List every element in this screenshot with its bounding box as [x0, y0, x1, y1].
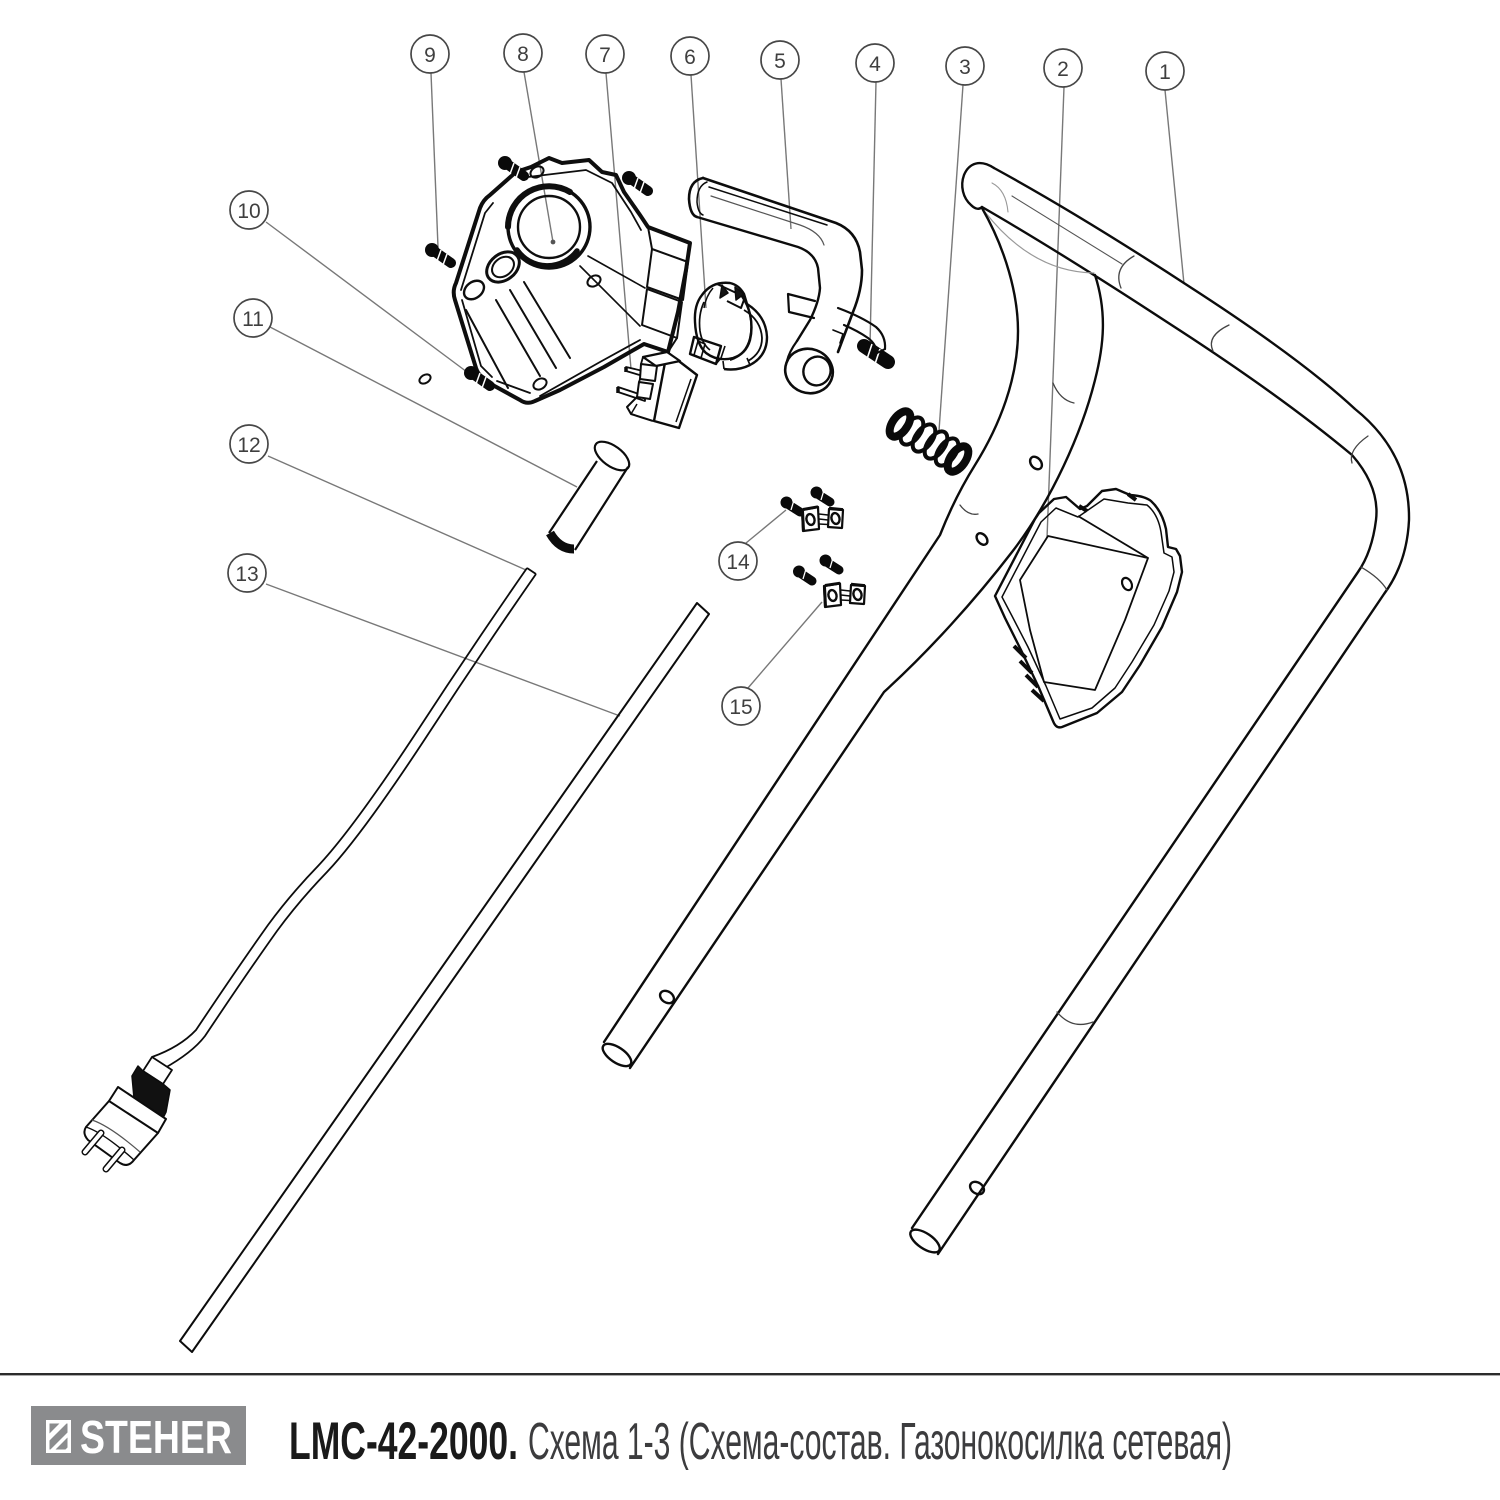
svg-text:LMC-42-2000.: LMC-42-2000.	[289, 1412, 518, 1471]
svg-text:12: 12	[237, 434, 260, 457]
svg-text:8: 8	[517, 43, 529, 66]
svg-text:5: 5	[774, 50, 786, 73]
svg-text:1: 1	[1159, 61, 1171, 84]
svg-text:2: 2	[1057, 58, 1069, 81]
svg-text:4: 4	[869, 53, 881, 76]
svg-text:Схема 1-3 (Схема-состав. Газон: Схема 1-3 (Схема-состав. Газонокосилка с…	[528, 1413, 1232, 1471]
svg-text:14: 14	[726, 551, 750, 574]
svg-text:10: 10	[237, 200, 260, 223]
svg-text:15: 15	[729, 696, 752, 719]
svg-text:STEHER: STEHER	[80, 1411, 232, 1463]
svg-text:13: 13	[235, 563, 258, 586]
svg-text:9: 9	[424, 44, 436, 67]
svg-text:11: 11	[242, 308, 264, 331]
svg-text:7: 7	[599, 44, 611, 67]
svg-text:3: 3	[959, 56, 971, 79]
svg-text:6: 6	[684, 46, 696, 69]
